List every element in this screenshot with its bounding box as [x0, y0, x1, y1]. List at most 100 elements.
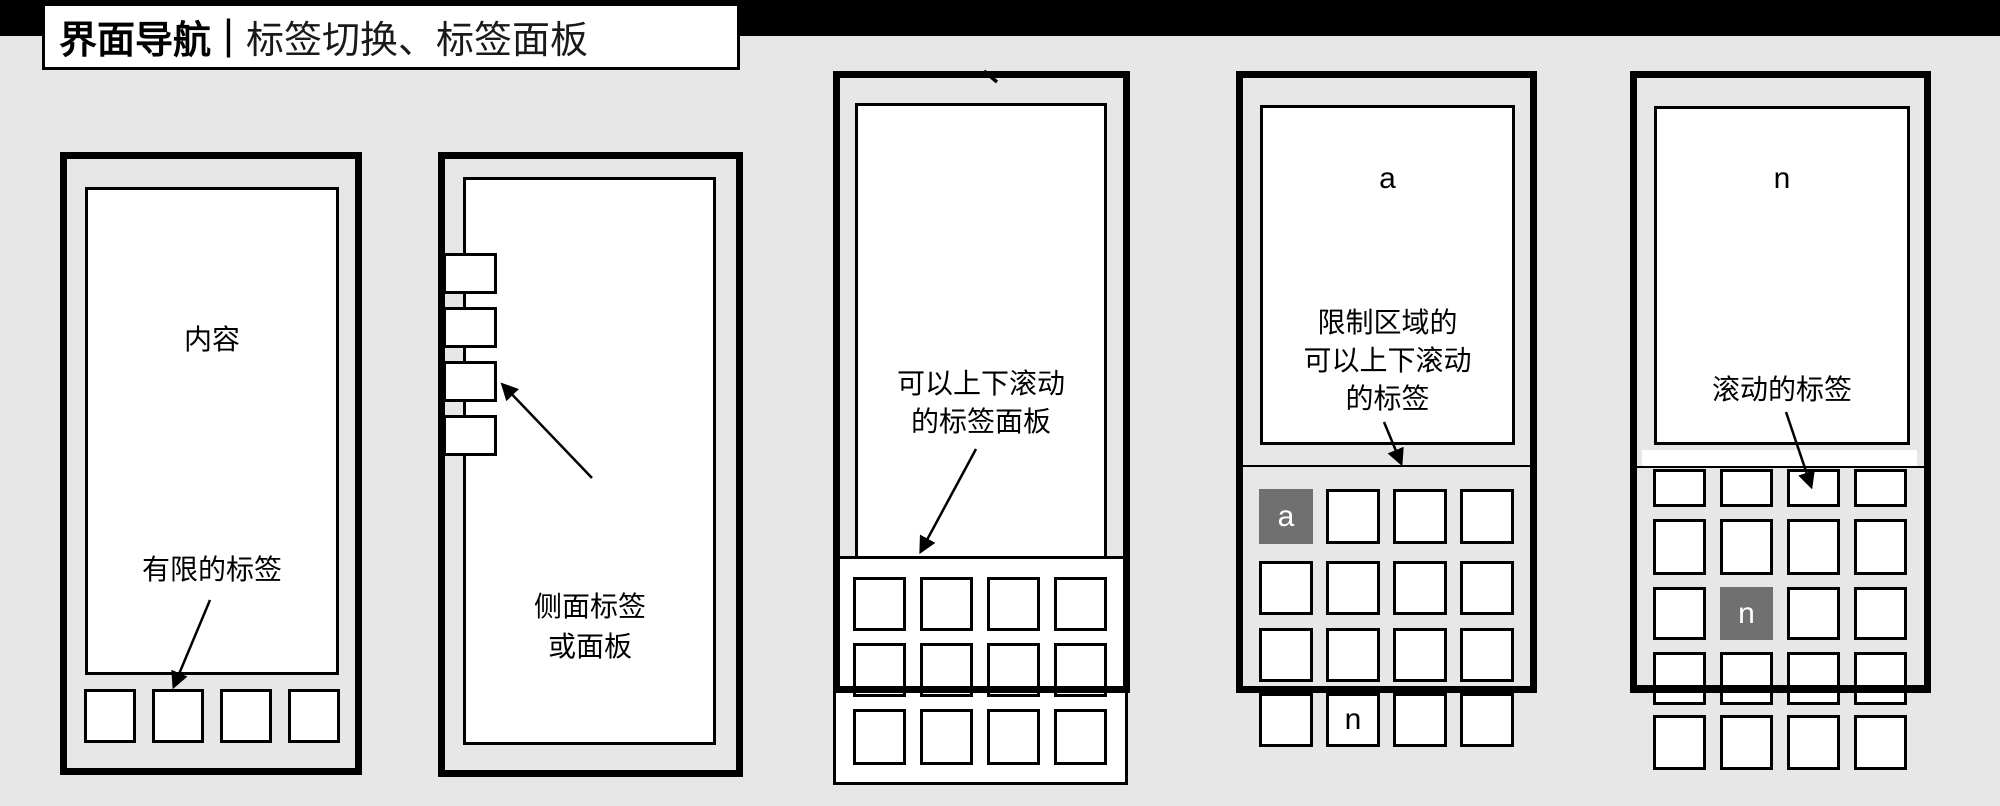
phone3-tab-grid-row3 [853, 709, 1107, 765]
tab-square [1720, 715, 1773, 770]
phone3-tab-grid-row2 [853, 643, 1107, 697]
phone4-annotation-line1: 限制区域的 [1317, 307, 1458, 338]
phone1-bottom-tab-bar [84, 689, 340, 743]
tab-square [1854, 587, 1907, 640]
phone5-tab-grid-row5-outside [1653, 715, 1907, 770]
tab-square [987, 577, 1040, 631]
tab-square [443, 361, 497, 402]
phone4-tab-area-divider [1243, 465, 1530, 467]
phone2-annotation-line2: 或面板 [547, 631, 632, 663]
phone3-annotation: 可以上下滚动 的标签面板 [855, 365, 1107, 440]
tab-square [84, 689, 136, 743]
phone4-tab-grid-row2 [1259, 561, 1514, 615]
tab-square [1054, 577, 1107, 631]
phone3-tab-grid-row1 [853, 577, 1107, 631]
phone3-bottom-border [833, 686, 1130, 693]
phone3-right-border-segment [1123, 556, 1130, 693]
phone3-content-panel [855, 103, 1107, 560]
phone4-tab-grid-row4-outside: n [1259, 693, 1514, 747]
tab-square [288, 689, 340, 743]
tab-square [1787, 519, 1840, 575]
tab-square [1393, 561, 1447, 615]
phone4-annotation-line2: 可以上下滚动 [1303, 345, 1472, 377]
tab-square [1787, 469, 1840, 507]
tab-square [987, 643, 1040, 697]
tab-square [1393, 489, 1447, 544]
tab-square [1259, 561, 1313, 615]
phone3-annotation-line1: 可以上下滚动 [896, 368, 1065, 399]
tab-square [1720, 519, 1773, 575]
tab-square-labeled: n [1326, 693, 1380, 747]
tab-square-active: a [1259, 489, 1313, 544]
phone5-bottom-border [1630, 685, 1931, 693]
tab-square [1326, 489, 1380, 544]
tab-square [853, 709, 906, 765]
tab-square [1854, 469, 1907, 507]
tab-square [1720, 469, 1773, 507]
tab-square [1326, 561, 1380, 615]
phone5-tab-grid-row4 [1653, 652, 1907, 705]
tab-square [1393, 693, 1447, 747]
phone3-annotation-line2: 的标签面板 [910, 405, 1051, 437]
tab-square [853, 577, 906, 631]
phone5-tab-grid-row1-clipped [1653, 469, 1907, 507]
phone2-side-tab-bar [443, 253, 497, 456]
phone2-annotation: 侧面标签 或面板 [465, 587, 715, 667]
title-separator: | [223, 10, 234, 58]
phone2-annotation-line1: 侧面标签 [533, 591, 646, 622]
tab-square [443, 307, 497, 348]
tab-square [1393, 628, 1447, 682]
phone4-tab-grid-row3 [1259, 628, 1514, 682]
tab-square [1653, 715, 1706, 770]
phone5-scroll-mask-strip [1642, 450, 1917, 467]
phone5-tab-area-divider [1637, 466, 1925, 468]
phone5-annotation: 滚动的标签 [1711, 374, 1852, 405]
phone4-annotation-line3: 的标签 [1345, 383, 1430, 415]
tab-square [1460, 561, 1514, 615]
phone3-left-border-segment [833, 556, 840, 693]
tab-square [1259, 628, 1313, 682]
tab-square [1326, 628, 1380, 682]
tab-square-active: n [1720, 587, 1773, 640]
tab-square [1653, 587, 1706, 640]
phone4-annotation: 限制区域的 可以上下滚动 的标签 [1260, 304, 1515, 418]
outside-tab-label: n [1344, 703, 1362, 736]
title-secondary: 标签切换、标签面板 [245, 20, 588, 62]
active-tab-label: a [1277, 499, 1295, 533]
tab-square [1787, 652, 1840, 705]
tab-square [443, 253, 497, 294]
phone4-content-panel [1260, 105, 1515, 445]
tab-square [1854, 652, 1907, 705]
tab-square [1653, 469, 1706, 507]
tab-square [920, 709, 973, 765]
tab-square [1259, 693, 1313, 747]
tab-square [1854, 715, 1907, 770]
tab-square [920, 577, 973, 631]
phone1-content-panel [85, 187, 339, 675]
tab-square [443, 415, 497, 456]
tab-square [1854, 519, 1907, 575]
tab-square [1787, 715, 1840, 770]
active-tab-label: n [1738, 596, 1755, 630]
tab-square [1720, 652, 1773, 705]
tab-square [1787, 587, 1840, 640]
title-primary: 界面导航 [59, 20, 212, 62]
tab-square [1460, 628, 1514, 682]
tab-square [220, 689, 272, 743]
page-title: 界面导航 | 标签切换、标签面板 [42, 3, 740, 70]
phone5-tab-grid-row3: n [1653, 587, 1907, 640]
tab-square [1460, 489, 1514, 544]
tab-square [1653, 652, 1706, 705]
phone4-tab-grid-row1: a [1259, 489, 1514, 544]
tab-square [1054, 709, 1107, 765]
phone5-content-panel [1654, 106, 1910, 445]
tab-square [987, 709, 1040, 765]
tab-square [152, 689, 204, 743]
tab-square [1460, 693, 1514, 747]
phone5-content-label: n [1773, 162, 1791, 195]
phone1-annotation: 有限的标签 [141, 554, 282, 585]
tab-square [1653, 519, 1706, 575]
phone5-tab-grid-row2 [1653, 519, 1907, 575]
phone1-content-label: 内容 [183, 324, 240, 355]
phone4-content-label: a [1379, 162, 1396, 195]
